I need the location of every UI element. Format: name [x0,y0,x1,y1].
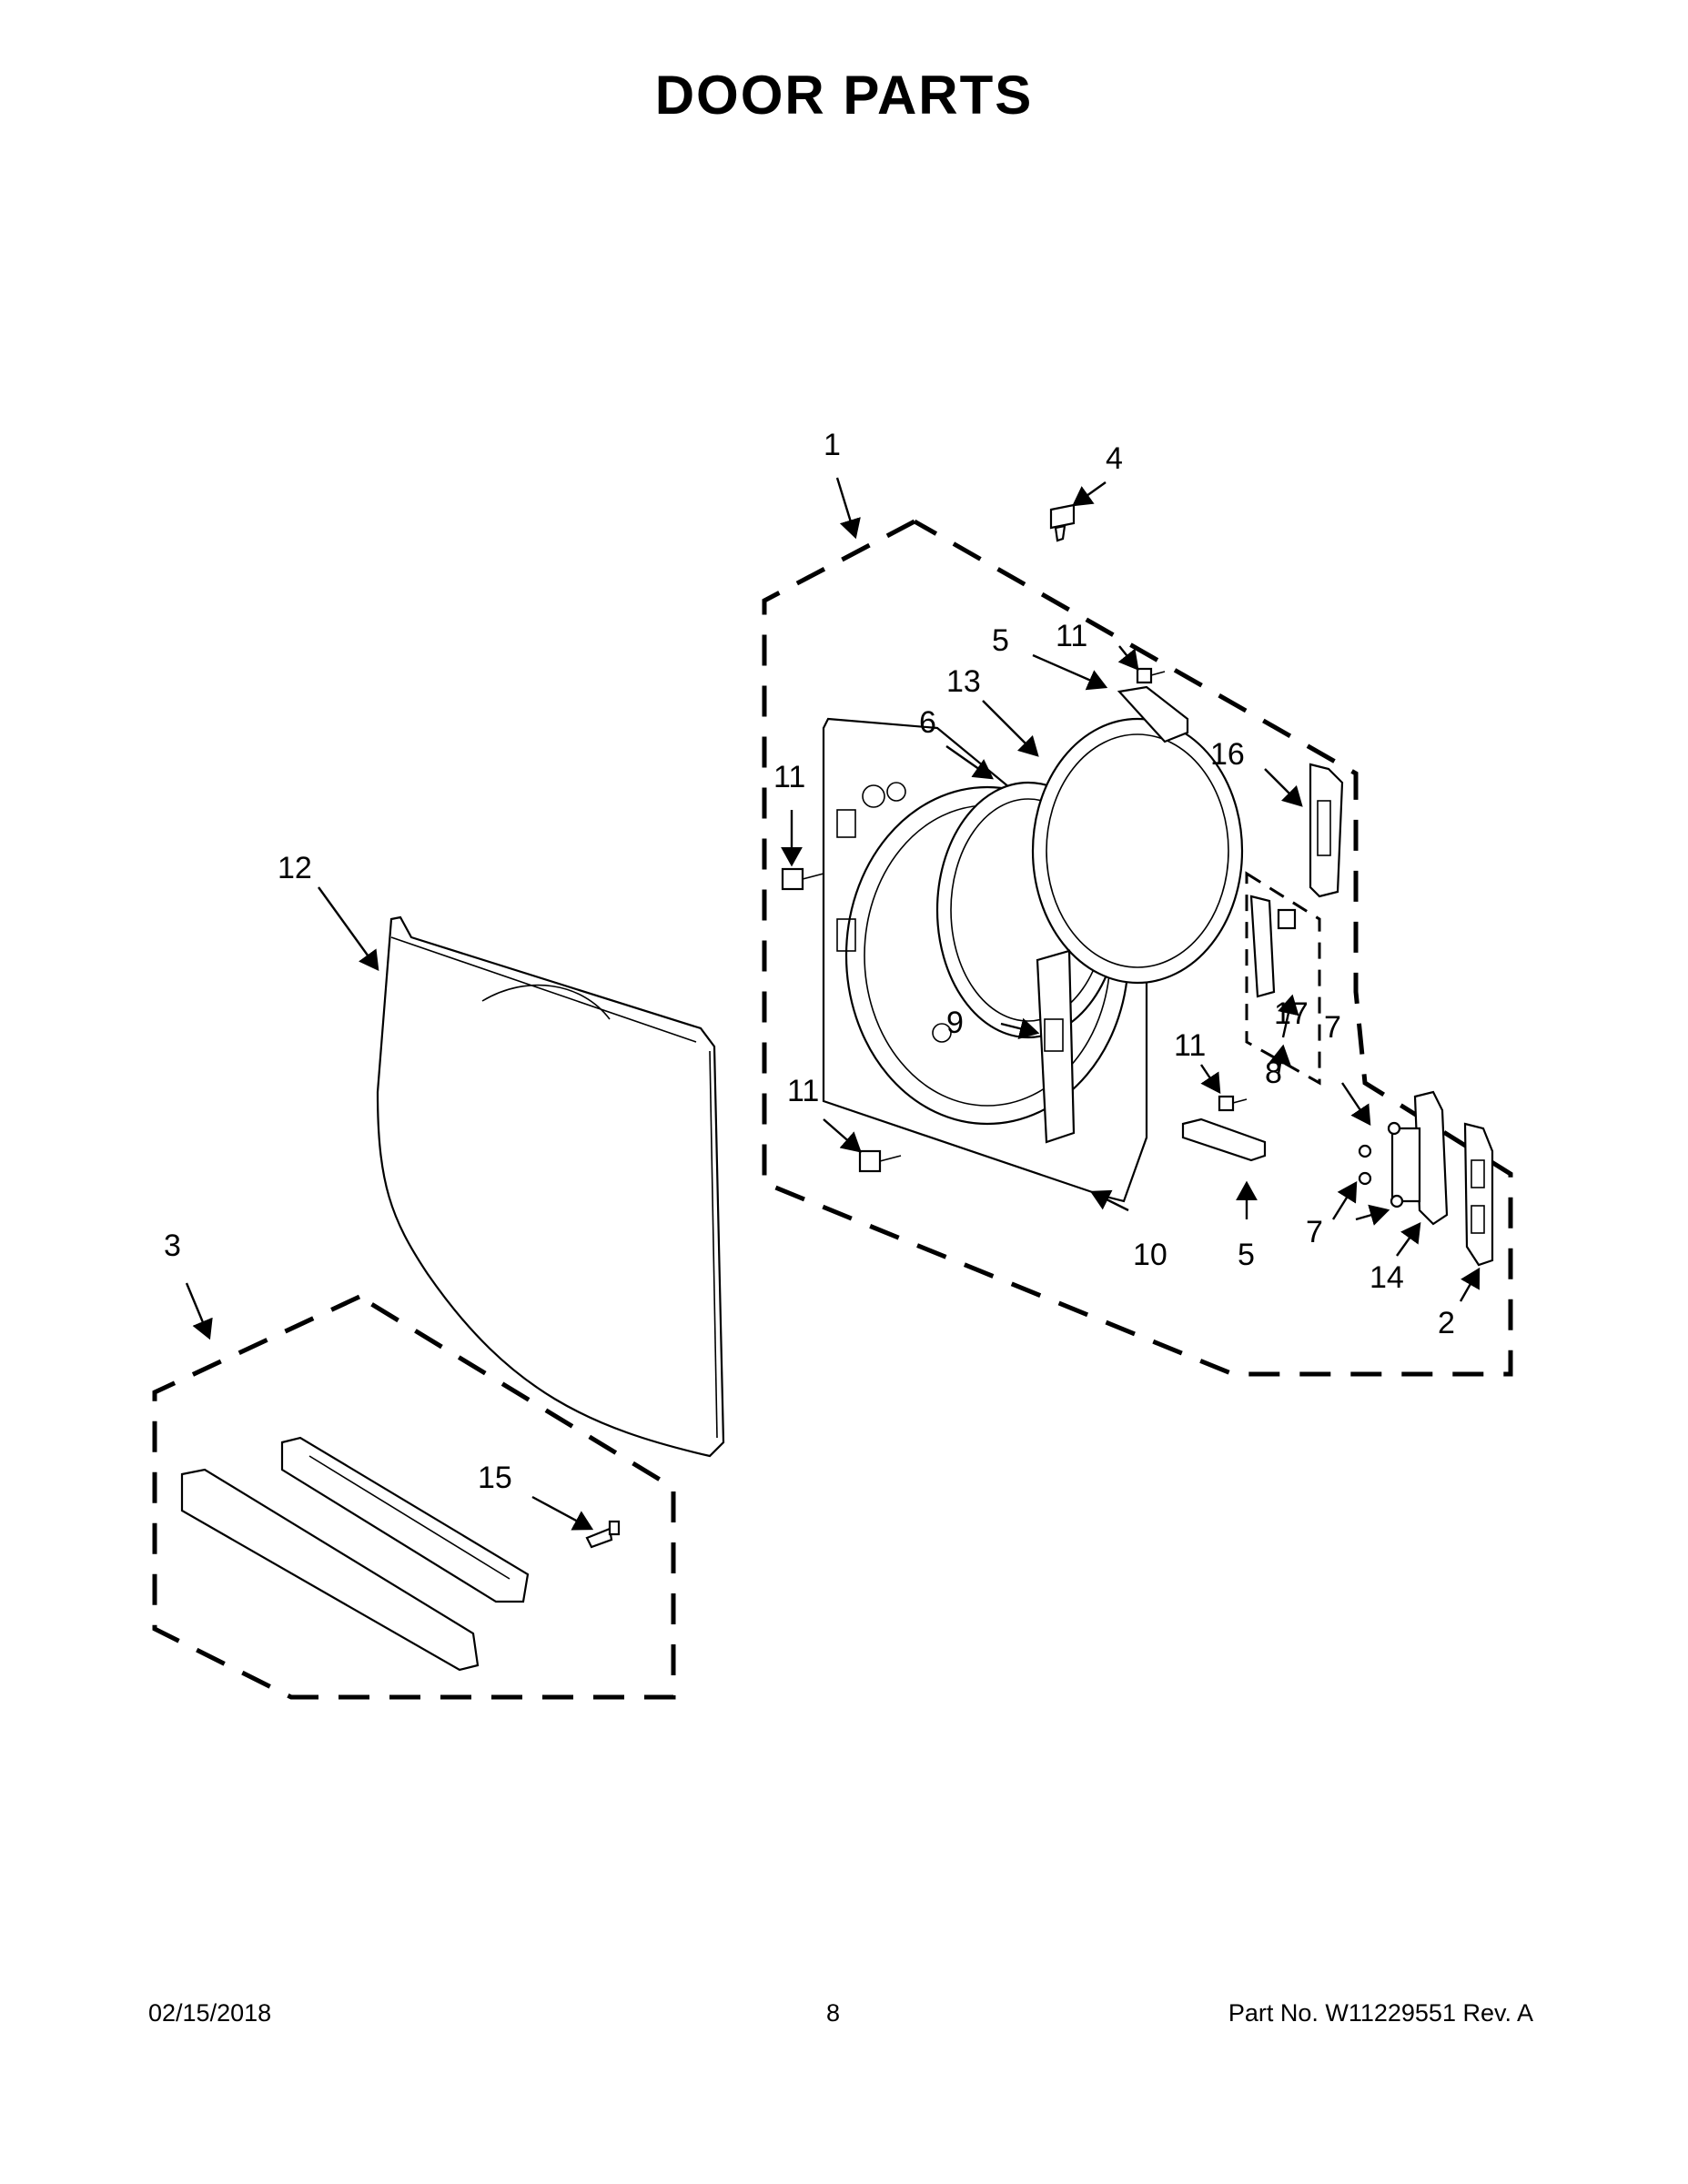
hinge-bracket [1463,1122,1494,1267]
callout-12: 12 [278,851,312,885]
callout-9: 9 [946,1006,964,1040]
hinge-mount-upper [1117,685,1189,743]
callout-10: 10 [1133,1238,1167,1272]
latch-assembly [1309,763,1344,898]
screw-icon [858,1149,902,1173]
callout-7-upper: 7 [1324,1010,1341,1045]
callout-7-lower: 7 [1306,1215,1323,1249]
screw-icon [585,1520,621,1549]
callout-4: 4 [1106,441,1123,476]
callout-13: 13 [946,664,981,699]
callout-3: 3 [164,1228,181,1263]
hinge-mount-lower [1181,1117,1267,1162]
door-strike [1036,949,1076,1144]
callout-1: 1 [824,428,841,462]
callout-17: 17 [1274,996,1309,1031]
footer-date: 02/15/2018 [148,1999,272,2027]
screw-icon [1218,1095,1248,1112]
door-panel [376,915,725,1458]
callout-14: 14 [1370,1260,1404,1295]
screw-icon [1136,667,1166,684]
callout-11-top: 11 [1056,619,1087,653]
callout-8: 8 [1265,1056,1282,1090]
footer-page-number: 8 [826,1999,841,2027]
callout-6: 6 [919,705,936,740]
page-title: DOOR PARTS [654,65,1034,126]
push-pin-icon [1049,503,1076,542]
callout-16: 16 [1210,737,1245,772]
leader-lines [185,477,1481,1531]
callout-2: 2 [1438,1306,1455,1340]
callout-11-lower-right: 11 [1174,1028,1206,1063]
callout-5-upper: 5 [992,623,1009,658]
callout-11-lower-left: 11 [787,1074,819,1108]
door-handle [180,1436,530,1672]
latch-plate [1249,895,1297,998]
footer-part-number: Part No. W11229551 Rev. A [1228,1999,1533,2027]
callout-5-lower: 5 [1238,1238,1255,1272]
assembly-3-dashed-outline [152,1294,676,1700]
screw-icon [781,867,824,891]
callout-15: 15 [478,1461,512,1495]
callout-11-left: 11 [773,760,805,794]
assembly-1-dashed-outline [762,519,1513,1377]
door-hinge [1358,1090,1449,1226]
door-glass [1031,717,1244,985]
latch-group-dashed-box [1245,871,1321,1086]
